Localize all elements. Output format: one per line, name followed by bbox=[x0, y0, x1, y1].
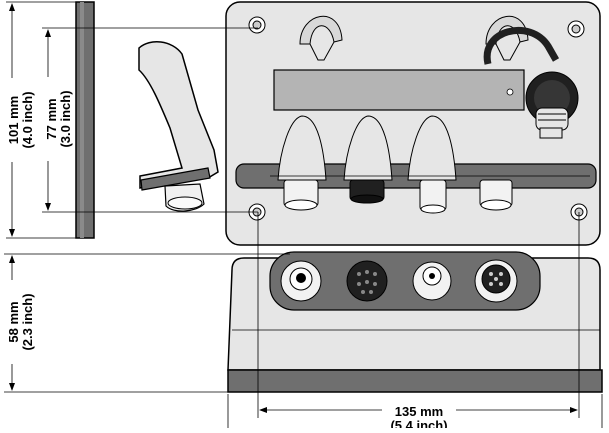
mounting-width-imperial: (5.4 inch) bbox=[390, 418, 447, 428]
front-view bbox=[225, 1, 601, 246]
mounting-height-metric: 77 mm bbox=[44, 98, 59, 139]
mounting-height-imperial: (3.0 inch) bbox=[58, 90, 73, 147]
depth-metric: 58 mm bbox=[6, 301, 21, 342]
bottom-connector-4 bbox=[474, 259, 518, 303]
socket-3 bbox=[419, 179, 447, 214]
socket-1 bbox=[283, 179, 319, 211]
connector-tray bbox=[269, 251, 541, 311]
bottom-connector-2 bbox=[346, 260, 388, 302]
cable-clip-left bbox=[299, 15, 343, 45]
connector-hood-2 bbox=[343, 115, 393, 181]
dimension-arrows bbox=[9, 3, 578, 413]
screw-hole-top-left bbox=[248, 16, 266, 34]
bottom-connector-1 bbox=[280, 260, 322, 302]
connector-hood-1 bbox=[277, 115, 327, 181]
bottom-connector-3 bbox=[412, 261, 452, 301]
side-back-plate bbox=[75, 1, 95, 239]
bottom-base-band bbox=[227, 369, 603, 393]
socket-2 bbox=[349, 179, 385, 204]
label-plate bbox=[273, 69, 525, 111]
label-depth: 58 mm (2.3 inch) bbox=[4, 280, 36, 364]
side-bracket bbox=[138, 41, 219, 189]
dust-cap bbox=[483, 26, 579, 139]
depth-imperial: (2.3 inch) bbox=[20, 293, 35, 350]
overall-height-imperial: (4.0 inch) bbox=[20, 91, 35, 148]
screw-hole-bottom-right bbox=[570, 203, 588, 221]
socket-4 bbox=[479, 179, 513, 211]
bottom-view bbox=[227, 251, 603, 393]
screw-hole-top-right bbox=[567, 20, 585, 38]
mounting-width-metric: 135 mm bbox=[395, 404, 443, 419]
label-overall-height: 101 mm (4.0 inch) bbox=[4, 78, 36, 162]
connector-hood-3 bbox=[407, 115, 457, 181]
label-mounting-height: 77 mm (3.0 inch) bbox=[42, 77, 74, 161]
side-view bbox=[75, 1, 219, 239]
label-mounting-width: 135 mm (5.4 inch) bbox=[382, 402, 456, 433]
overall-height-metric: 101 mm bbox=[6, 96, 21, 144]
